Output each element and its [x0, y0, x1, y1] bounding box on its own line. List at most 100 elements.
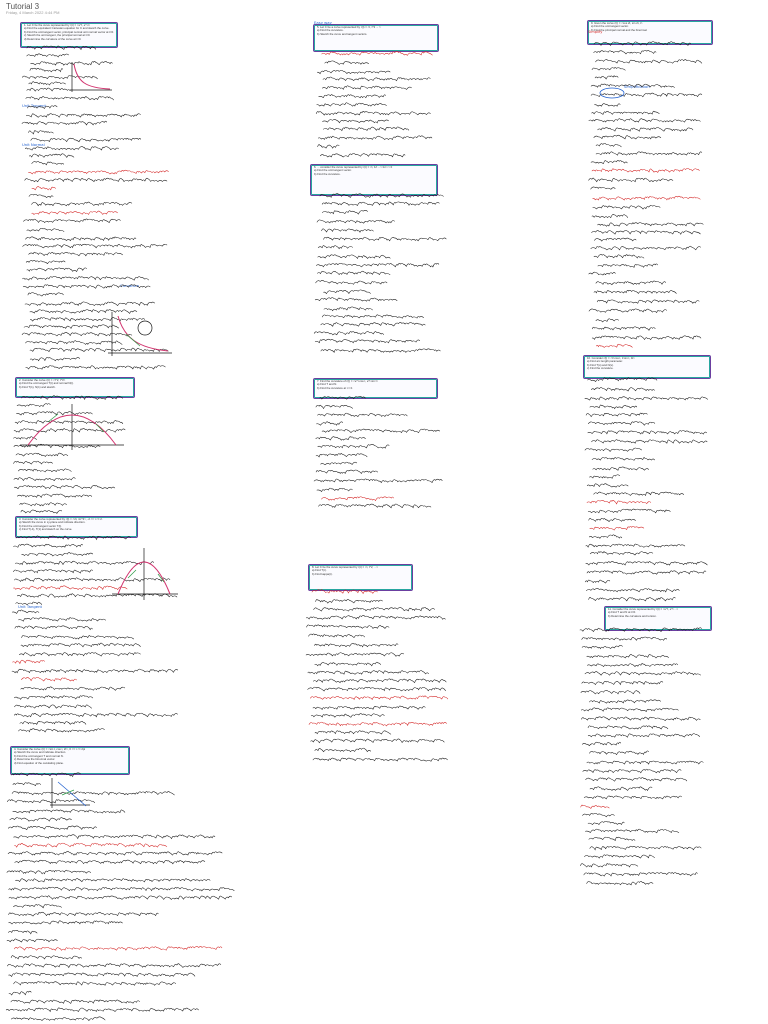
- ink-stroke: [13, 460, 53, 465]
- ink-stroke: [21, 635, 134, 640]
- graph-parabola-2: [112, 548, 178, 600]
- ink-stroke: [321, 51, 433, 56]
- ink-stroke: [29, 153, 75, 158]
- problem-line: a) Find T and N at t=0.: [608, 610, 636, 615]
- ink-stroke: [591, 110, 660, 115]
- ink-stroke: [7, 799, 95, 804]
- ink-stroke: [11, 609, 40, 614]
- ink-stroke: [580, 863, 639, 868]
- ink-stroke: [594, 103, 621, 107]
- ink-stroke: [312, 757, 448, 762]
- ink-stroke: [582, 741, 621, 747]
- ink-stroke: [6, 938, 58, 943]
- ink-stroke: [594, 75, 619, 80]
- problem-line: b) Find the principal normal and the bin…: [591, 27, 648, 32]
- problem-line: b) Find T(1), N(1) and sketch.: [19, 384, 56, 389]
- ink-stroke: [589, 750, 649, 756]
- ink-stroke: [14, 859, 206, 865]
- ink-stroke: [8, 911, 159, 917]
- problem-line: a) Find the unit tangent vector.: [314, 168, 352, 173]
- ink-stroke: [589, 404, 638, 410]
- problem-line: d) Find equation of the osculating plane…: [14, 760, 64, 765]
- ink-stroke: [314, 338, 420, 344]
- problem-line: 8. Let C be the curve represented by r(t…: [312, 565, 379, 569]
- ink-stroke: [586, 654, 669, 659]
- ink-stroke: [587, 820, 625, 826]
- problem-line: a) Find T and N.: [317, 382, 338, 387]
- ink-stroke: [588, 271, 616, 276]
- ink-stroke: [589, 551, 654, 556]
- ink-stroke: [587, 377, 658, 382]
- ink-stroke: [314, 661, 381, 667]
- ink-stroke: [596, 343, 633, 348]
- ink-stroke: [14, 420, 124, 425]
- ink-stroke: [581, 681, 664, 686]
- problem-line: a) Find the curvature.: [317, 28, 344, 33]
- ink-stroke: [590, 245, 701, 251]
- ink-stroke: [593, 491, 684, 497]
- problem-line: c) Determine the binormal vector.: [14, 757, 56, 762]
- ink-stroke: [313, 607, 435, 612]
- ink-stroke: [8, 972, 196, 978]
- ink-stroke: [596, 299, 700, 304]
- ink-stroke: [595, 143, 622, 148]
- ink-stroke: [31, 210, 118, 215]
- ink-stroke: [316, 487, 353, 492]
- ink-stroke: [25, 340, 123, 345]
- ink-stroke: [23, 324, 119, 330]
- ink-stroke: [586, 500, 652, 505]
- ink-stroke: [10, 955, 82, 960]
- ink-stroke: [316, 421, 343, 426]
- ink-stroke: [591, 326, 656, 331]
- ink-stroke: [323, 236, 447, 242]
- ink-stroke: [15, 601, 42, 606]
- ink-stroke: [314, 730, 392, 735]
- ink-stroke: [315, 111, 431, 116]
- ink-stroke: [11, 772, 81, 778]
- ink-stroke: [597, 222, 704, 227]
- ink-stroke: [28, 81, 66, 86]
- ink-stroke: [22, 284, 151, 289]
- ink-stroke: [17, 593, 178, 598]
- ink-stroke: [593, 254, 645, 259]
- problem-line: b) Find the unit tangent T and normal N.: [14, 753, 64, 758]
- ink-stroke: [29, 347, 169, 353]
- annotation-unit-tangent: Unit Tangent: [22, 103, 47, 108]
- ink-stroke: [13, 585, 128, 591]
- ink-stroke: [306, 624, 390, 629]
- ink-stroke: [579, 627, 702, 632]
- problem-line: c) Find the curvature.: [587, 366, 614, 371]
- problem-line: c) Sketch the unit tangent, the principa…: [24, 33, 91, 38]
- ink-stroke: [583, 872, 698, 877]
- ink-stroke: [306, 615, 446, 620]
- problem-line: a) Find the equivalent Cartesian equatio…: [24, 26, 110, 31]
- problem-box: 9. Given the curve r(t) = <cos 2t, sin 2…: [587, 20, 713, 45]
- ink-stroke: [13, 436, 37, 440]
- annotation-simplification: Simplification: [624, 84, 650, 89]
- ink-stroke: [8, 920, 123, 925]
- annotation-simplify: Simplify: [588, 30, 603, 34]
- ink-stroke: [313, 478, 443, 484]
- graph-tangent-normal: [108, 312, 172, 356]
- ink-stroke: [25, 236, 137, 242]
- ink-stroke: [317, 245, 353, 250]
- ink-stroke: [587, 733, 700, 738]
- ink-stroke: [21, 677, 77, 682]
- ink-stroke: [12, 659, 45, 665]
- ink-stroke: [321, 201, 440, 206]
- ink-stroke: [15, 535, 131, 541]
- ink-stroke: [584, 396, 708, 401]
- ink-stroke: [324, 60, 369, 65]
- ink-stroke: [24, 177, 168, 183]
- ink-stroke: [26, 87, 71, 92]
- ink-stroke: [310, 695, 449, 701]
- ink-stroke: [16, 403, 51, 408]
- ink-stroke: [14, 695, 94, 700]
- problem-line: 11. Consider the curve represented by r(…: [608, 607, 679, 611]
- ink-stroke: [317, 444, 390, 449]
- ink-stroke: [592, 195, 701, 201]
- ink-stroke: [20, 509, 62, 514]
- ink-stroke: [582, 813, 615, 818]
- ink-stroke: [322, 76, 431, 82]
